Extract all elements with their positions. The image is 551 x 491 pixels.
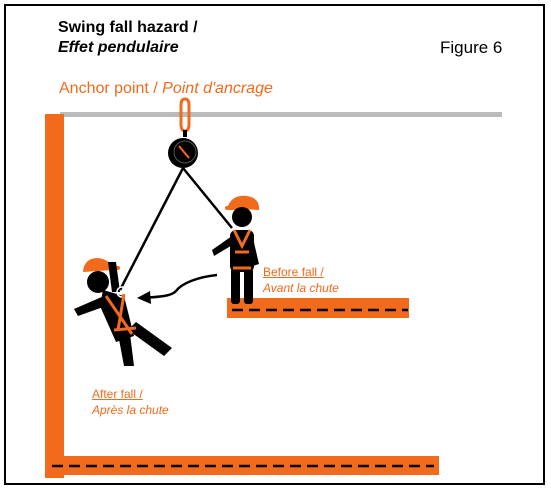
title-french: Effet pendulaire bbox=[58, 39, 179, 56]
anchor-point-label: Anchor point / Point d'ancrage bbox=[59, 80, 273, 98]
lifeline-before-fall bbox=[182, 167, 233, 229]
figure-frame bbox=[4, 4, 545, 485]
before-fall-english: Before fall / bbox=[263, 265, 324, 279]
anchor-line bbox=[60, 112, 502, 117]
after-fall-caption: After fall / Après la chute bbox=[92, 386, 169, 418]
upper-ledge bbox=[227, 298, 409, 318]
wall bbox=[45, 114, 64, 478]
worker-before-fall-icon bbox=[212, 195, 260, 304]
self-retracting-lifeline-icon bbox=[168, 130, 198, 168]
anchor-label-english: Anchor point / bbox=[59, 80, 163, 97]
anchor-label-french: Point d'ancrage bbox=[162, 80, 273, 97]
after-fall-english: After fall / bbox=[92, 387, 143, 401]
lifeline-after-fall bbox=[118, 167, 185, 291]
after-fall-french: Après la chute bbox=[92, 403, 169, 417]
anchor-carabiner bbox=[179, 97, 191, 133]
title-english: Swing fall hazard / bbox=[58, 19, 198, 36]
worker-after-fall-icon bbox=[74, 258, 172, 366]
figure-number: Figure 6 bbox=[440, 38, 503, 57]
before-fall-french: Avant la chute bbox=[263, 281, 339, 295]
before-fall-caption: Before fall / Avant la chute bbox=[263, 264, 339, 296]
swing-arrow-icon bbox=[137, 273, 218, 304]
diagram-title: Swing fall hazard / Effet pendulaire bbox=[58, 18, 198, 58]
